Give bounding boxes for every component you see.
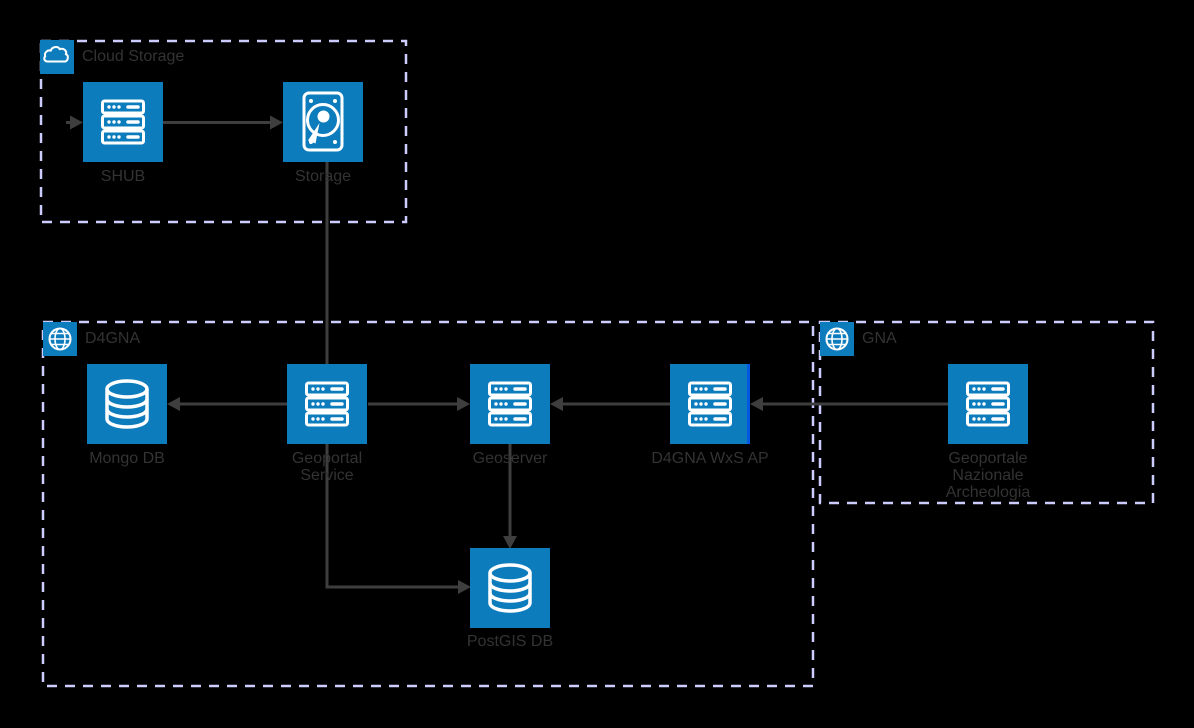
edge-geoportal-service-to-postgis-db — [325, 444, 471, 594]
edge-shub-to-storage — [163, 115, 283, 130]
edge-d4gna-wxs-ap-to-geoserver — [550, 397, 670, 411]
globe-icon — [48, 327, 72, 351]
cloud-storage-group-chip — [40, 40, 74, 74]
cloud-storage-group-label: Cloud Storage — [82, 48, 185, 65]
node-geoportal-service — [287, 364, 367, 444]
node-d4gna-wxs-ap-label: D4GNA WxS AP — [651, 450, 769, 467]
node-postgis-db-label: PostGIS DB — [466, 633, 554, 650]
node-postgis-db — [470, 548, 550, 628]
edge-geoportal-service-to-mongo-db — [167, 397, 287, 411]
d4gna-container-border — [41, 320, 815, 688]
node-geoportale-nazionale-archeologia — [948, 364, 1028, 444]
node-d4gna-wxs-ap — [670, 364, 750, 444]
server-icon — [101, 99, 145, 145]
node-geoserver — [470, 364, 550, 444]
hard-disk-icon — [302, 91, 344, 152]
node-geoserver-label: Geoserver — [472, 450, 548, 467]
cloud-icon — [43, 46, 69, 63]
gna-group-chip — [820, 322, 854, 356]
server-icon — [966, 381, 1010, 427]
edge-into-shub — [66, 115, 83, 130]
node-storage-label: Storage — [294, 168, 352, 185]
node-mongo-db-label: Mongo DB — [89, 450, 165, 467]
gna-group-label: GNA — [862, 330, 897, 347]
globe-icon — [825, 327, 849, 351]
server-icon — [305, 381, 349, 427]
node-storage — [283, 82, 363, 162]
d4gna-group-chip — [43, 322, 77, 356]
node-shub — [83, 82, 163, 162]
node-shub-label: SHUB — [100, 168, 146, 185]
edge-geoportale-to-d4gna-wxs-ap — [750, 397, 948, 411]
node-geoportal-service-label: Geoportal Service — [291, 450, 363, 484]
node-mongo-db — [87, 364, 167, 444]
edge-geoserver-to-postgis-db — [503, 443, 517, 549]
database-icon — [105, 379, 149, 429]
d4gna-group-label: D4GNA — [85, 330, 141, 347]
database-icon — [488, 563, 532, 613]
node-geoportale-nazionale-archeologia-label: Geoportale Nazionale Archeologia — [945, 450, 1031, 501]
server-icon — [488, 381, 532, 427]
cloud-storage-container-border — [39, 39, 408, 224]
server-icon — [688, 381, 732, 427]
edge-geoportal-service-to-geoserver — [368, 397, 470, 411]
gna-container-border — [818, 320, 1155, 505]
